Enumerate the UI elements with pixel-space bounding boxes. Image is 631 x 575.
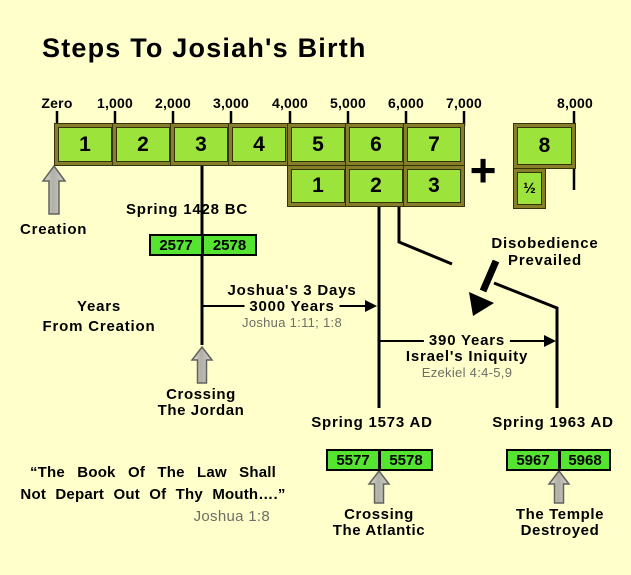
- temple-year-divider: [558, 451, 561, 469]
- atlantic-arrow-icon: [367, 469, 391, 504]
- millennium-box-2: 2: [112, 123, 174, 166]
- scripture-quote: “The Book Of The Law Shall Not Depart Ou…: [20, 462, 286, 506]
- temple-year-right: 5968: [568, 451, 602, 469]
- iniquity-note-line1: 390 Years: [423, 333, 511, 349]
- temple-year-box: 5967 5968: [506, 449, 611, 471]
- second-row-box-2: 2: [345, 165, 407, 207]
- atlantic-year-left: 5577: [336, 451, 370, 469]
- axis-label-1000: 1,000: [96, 95, 134, 111]
- axis-label-3000: 3,000: [212, 95, 250, 111]
- millennium-box-1: 1: [54, 123, 116, 166]
- temple-drop-line: [397, 206, 559, 408]
- millennium-box-3: 3: [170, 123, 232, 166]
- axis-label-5000: 5,000: [329, 95, 367, 111]
- jordan-caption-line2: The Jordan: [157, 402, 245, 419]
- joshua-note-ref: Joshua 1:11; 1:8: [242, 315, 342, 330]
- temple-caption: The Temple Destroyed: [516, 507, 604, 539]
- atlantic-caption-line1: Crossing: [344, 506, 414, 523]
- temple-caption-line2: Destroyed: [520, 522, 600, 539]
- millennium-box-6: 6: [345, 123, 407, 166]
- iniquity-note-line2: Israel's Iniquity: [405, 348, 529, 365]
- years-from-creation-line1: Years: [76, 298, 122, 315]
- atlantic-year-box: 5577 5578: [326, 449, 433, 471]
- millennium-box-4: 4: [228, 123, 290, 166]
- years-from-creation-line2: From Creation: [42, 318, 156, 335]
- jordan-arrow-icon: [190, 345, 214, 384]
- temple-caption-line1: The Temple: [515, 506, 605, 523]
- iniquity-note: 390 Years Israel's Iniquity Ezekiel 4:4-…: [406, 333, 528, 381]
- jordan-year-divider: [201, 236, 204, 254]
- jordan-date: Spring 1428 BC: [125, 201, 249, 218]
- jordan-caption-line1: Crossing: [166, 386, 236, 403]
- jordan-year-left: 2577: [159, 236, 193, 254]
- second-row-box-3: 3: [403, 165, 465, 207]
- page-title: Steps To Josiah's Birth: [42, 33, 367, 63]
- atlantic-date: Spring 1573 AD: [311, 414, 433, 431]
- quote-line2: Not Depart Out Of Thy Mouth….”: [20, 486, 286, 503]
- temple-arrow-icon: [547, 469, 571, 504]
- disobedience-note: Disobedience Prevailed: [491, 235, 598, 269]
- disobedience-arrow-icon: [469, 259, 500, 316]
- joshua-note-line2: 3000 Years: [244, 299, 340, 315]
- creation-arrow-icon: [41, 164, 67, 215]
- atlantic-caption-line2: The Atlantic: [332, 522, 426, 539]
- millennium-box-5: 5: [287, 123, 349, 166]
- joshua-note-line1: Joshua's 3 Days: [227, 282, 357, 299]
- millennium-box-7: 7: [403, 123, 465, 166]
- creation-label: Creation: [20, 221, 88, 238]
- axis-label-zero: Zero: [41, 95, 73, 111]
- joshua-note: Joshua's 3 Days 3000 Years Joshua 1:11; …: [228, 283, 357, 331]
- jordan-caption: Crossing The Jordan: [158, 387, 245, 419]
- atlantic-year-right: 5578: [389, 451, 423, 469]
- jordan-year-box: 2577 2578: [149, 234, 257, 256]
- iniquity-note-ref: Ezekiel 4:4-5,9: [421, 365, 513, 380]
- temple-year-left: 5967: [516, 451, 550, 469]
- axis-label-4000: 4,000: [271, 95, 309, 111]
- atlantic-year-divider: [378, 451, 381, 469]
- half-millennium-box: ½: [513, 168, 546, 209]
- axis-label-2000: 2,000: [154, 95, 192, 111]
- atlantic-caption: Crossing The Atlantic: [333, 507, 425, 539]
- jordan-year-right: 2578: [212, 236, 247, 254]
- disobedience-line1: Disobedience: [491, 235, 599, 252]
- axis-label-6000: 6,000: [387, 95, 425, 111]
- temple-date: Spring 1963 AD: [492, 414, 614, 431]
- second-row-box-1: 1: [287, 165, 349, 207]
- quote-ref: Joshua 1:8: [193, 508, 270, 525]
- axis-label-7000: 7,000: [445, 95, 483, 111]
- quote-line1: “The Book Of The Law Shall: [29, 464, 277, 481]
- disobedience-line2: Prevailed: [508, 252, 582, 269]
- millennium-box-8: 8: [513, 123, 576, 169]
- axis-label-8000: 8,000: [556, 95, 594, 111]
- plus-sign: +: [469, 144, 497, 196]
- years-from-creation-caption: Years From Creation: [43, 297, 156, 337]
